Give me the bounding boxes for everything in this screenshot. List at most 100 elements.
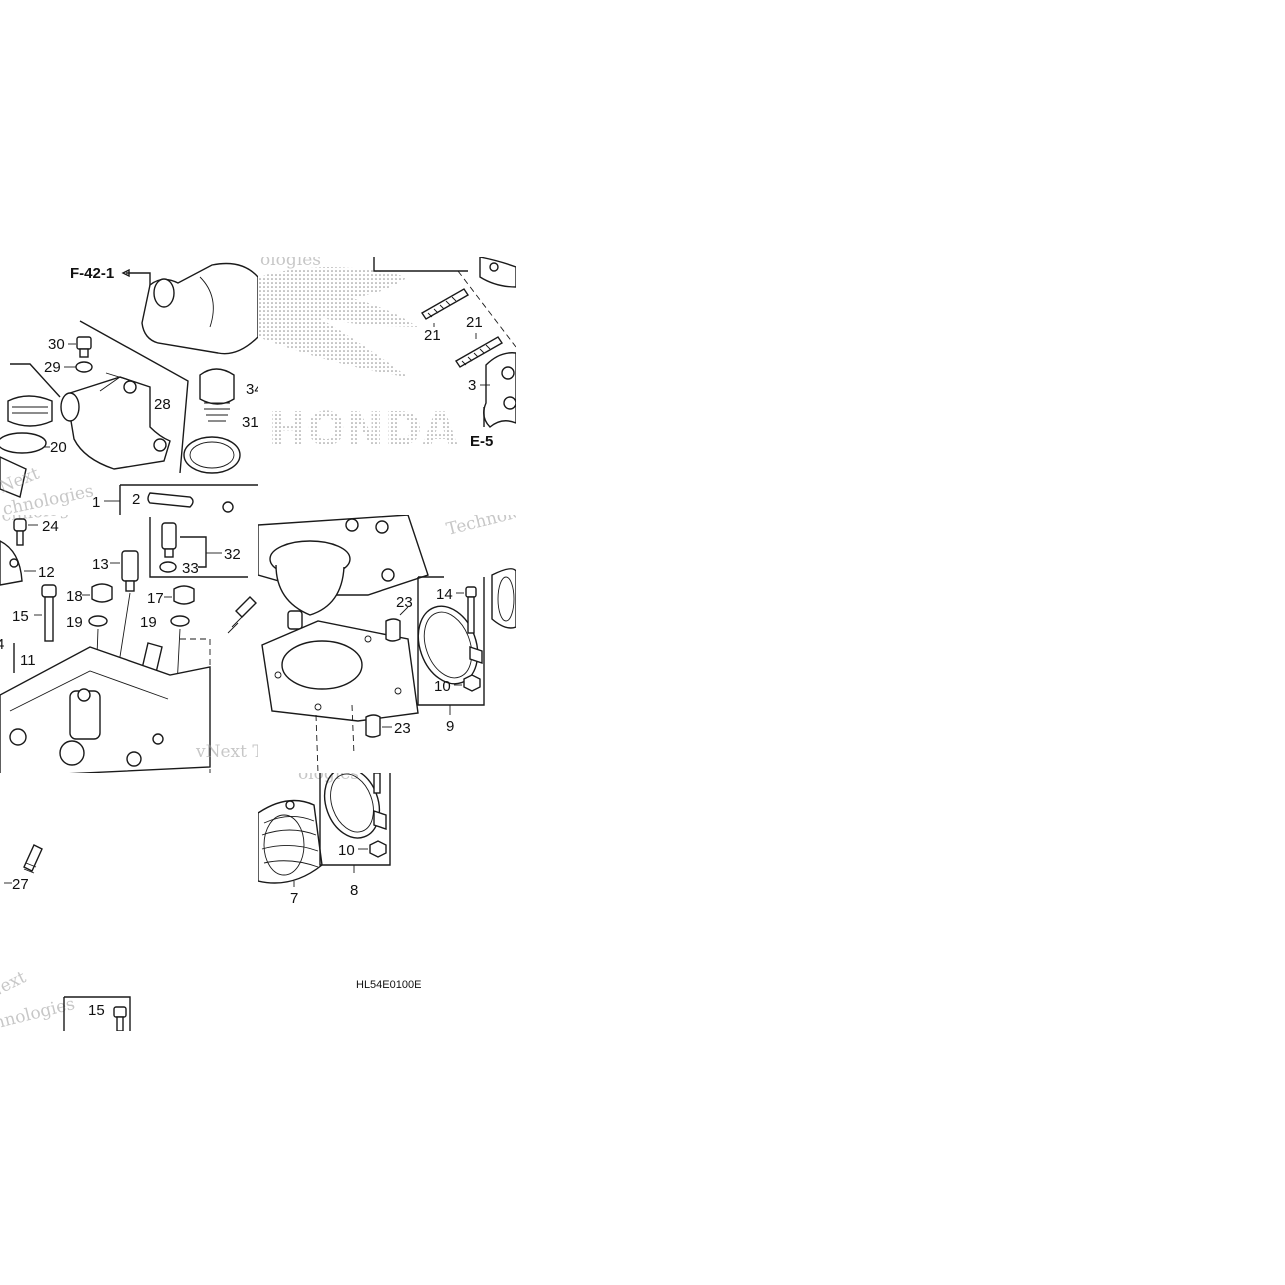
intake-boot [491, 568, 516, 629]
washer-29 [75, 361, 93, 373]
gasket-31-inner [189, 441, 235, 469]
screw-14 [465, 586, 477, 598]
callout-4: 4 [0, 636, 4, 653]
diagram-tile-housing: F-42-1 30 29 1 [0, 257, 258, 515]
head-port [152, 733, 164, 745]
callout-32: 32 [224, 546, 241, 563]
bolt-24 [13, 518, 27, 532]
screw-shank [373, 773, 381, 794]
outlet-opening [60, 392, 80, 422]
cylinder-illustration: Technologies 23 23 [258, 515, 516, 773]
stud-threads [427, 296, 457, 318]
nut-10b [369, 840, 387, 858]
bracket-15 [64, 996, 131, 1031]
callout-19a: 19 [66, 614, 83, 631]
dowel-23b [365, 714, 381, 738]
bracket-1 [119, 484, 258, 515]
callout-10b: 10 [338, 842, 355, 859]
assembly-guide [315, 704, 355, 773]
bolt-15 [41, 584, 57, 598]
bolt-head [345, 518, 359, 532]
bolt-30 [76, 336, 92, 350]
mounting-hole [153, 438, 167, 452]
elbow-edge [199, 276, 214, 328]
thermostat-spring [204, 402, 230, 422]
head-port [77, 688, 91, 702]
bolt-head [222, 501, 234, 513]
bolt-24-shank [16, 530, 24, 546]
bolt-head [489, 262, 499, 272]
callout-33: 33 [182, 560, 199, 577]
arrow-icon [121, 268, 130, 278]
dowel-23a [385, 618, 401, 642]
nut-18 [91, 583, 113, 603]
diagram-tile-intake: ologies 7 8 10 HL54E0100E [258, 773, 516, 1031]
spark-plug-27 [23, 844, 43, 872]
gasket-31 [183, 436, 241, 474]
bolt-15b-shank [116, 1016, 124, 1031]
frame-line [79, 320, 189, 474]
head-port [126, 751, 142, 767]
callout-28: 28 [154, 396, 171, 413]
callout-10a: 10 [434, 678, 451, 695]
washer-19b [170, 615, 190, 627]
bolt-15b [113, 1006, 127, 1018]
clamp-band-8-inner [330, 773, 374, 833]
boot-opening [497, 576, 515, 622]
sensor-32-tip [164, 548, 174, 558]
clamp-lug [469, 646, 483, 664]
watermark: chnologies [0, 994, 77, 1031]
callout-15b: 15 [88, 1002, 105, 1019]
callout-11: 11 [20, 652, 36, 669]
head-edge [9, 670, 169, 712]
diagram-tile-cylinder-head: chnologies 24 12 13 32 33 [0, 515, 258, 773]
assembly-guide [457, 270, 516, 348]
drawing-code: HL54E0100E [356, 979, 421, 991]
spark-plug-threads [227, 614, 245, 634]
gasket-bore [281, 640, 363, 690]
sensor-13 [121, 550, 139, 582]
intake-joint-7 [258, 799, 323, 884]
bolt-head [375, 520, 389, 534]
joint-ring [263, 814, 305, 876]
nut-17 [173, 585, 195, 605]
bracket-8 [319, 773, 391, 866]
clamp-band [417, 605, 479, 685]
callout-15a: 15 [12, 608, 29, 625]
nut-10a [463, 674, 481, 692]
watermark: Next [0, 967, 30, 1003]
dowel-pin-2 [147, 492, 194, 508]
callout-7: 7 [290, 890, 298, 907]
callout-31: 31 [242, 414, 258, 431]
thermostat-34 [199, 368, 235, 405]
gasket-hole [394, 687, 402, 695]
callout-13: 13 [92, 556, 109, 573]
oring-33 [159, 561, 177, 573]
base-gasket [261, 620, 419, 722]
callout-30: 30 [48, 336, 65, 353]
leader [399, 606, 409, 616]
elbow-opening [153, 278, 175, 308]
callout-2a: 2 [132, 491, 140, 508]
ref-e5: E-5 [470, 433, 493, 450]
callout-8: 8 [350, 882, 358, 899]
callout-34: 34 [246, 381, 258, 398]
gasket-hole [314, 703, 322, 711]
joint-ribs [261, 816, 319, 868]
callout-19b: 19 [140, 614, 157, 631]
bolt-head [381, 568, 395, 582]
housing-illustration: F-42-1 30 29 1 [0, 262, 258, 515]
callout-20: 20 [50, 439, 67, 456]
intake-illustration: ologies 7 8 10 HL54E0100E [258, 773, 421, 991]
honda-wing-logo [258, 267, 418, 377]
gasket-hole [274, 671, 282, 679]
joint-tab [285, 800, 295, 810]
head-port [9, 728, 27, 746]
spark-plug [235, 596, 257, 618]
honda-logo: HONDA [268, 402, 458, 456]
cylinder-head-illustration: chnologies 24 12 13 32 33 [0, 515, 258, 773]
clamp-band-inner [423, 611, 473, 679]
outlet-housing [69, 376, 171, 470]
bolt-30-shank [79, 348, 89, 358]
